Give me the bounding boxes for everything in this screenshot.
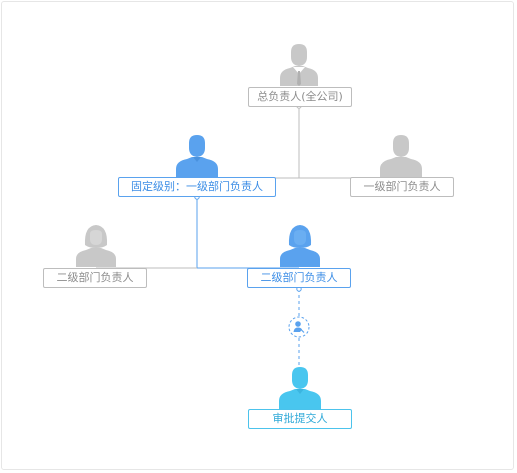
node-label-fixed-level1[interactable]: 固定级别：一级部门负责人 <box>118 177 276 197</box>
approval-flow-icon[interactable] <box>288 316 310 338</box>
male-person-icon <box>380 135 422 177</box>
node-label-ceo[interactable]: 总负责人(全公司) <box>248 87 352 107</box>
male-person-icon <box>176 135 218 177</box>
female-person-icon <box>280 225 320 267</box>
male-person-icon <box>280 44 318 86</box>
male-person-icon <box>279 367 321 409</box>
female-person-icon <box>76 225 116 267</box>
node-label-level2-left[interactable]: 二级部门负责人 <box>43 268 147 288</box>
node-label-level1-right[interactable]: 一级部门负责人 <box>350 177 454 197</box>
node-label-level2-selected[interactable]: 二级部门负责人 <box>247 268 351 288</box>
node-label-submitter[interactable]: 审批提交人 <box>248 409 352 429</box>
